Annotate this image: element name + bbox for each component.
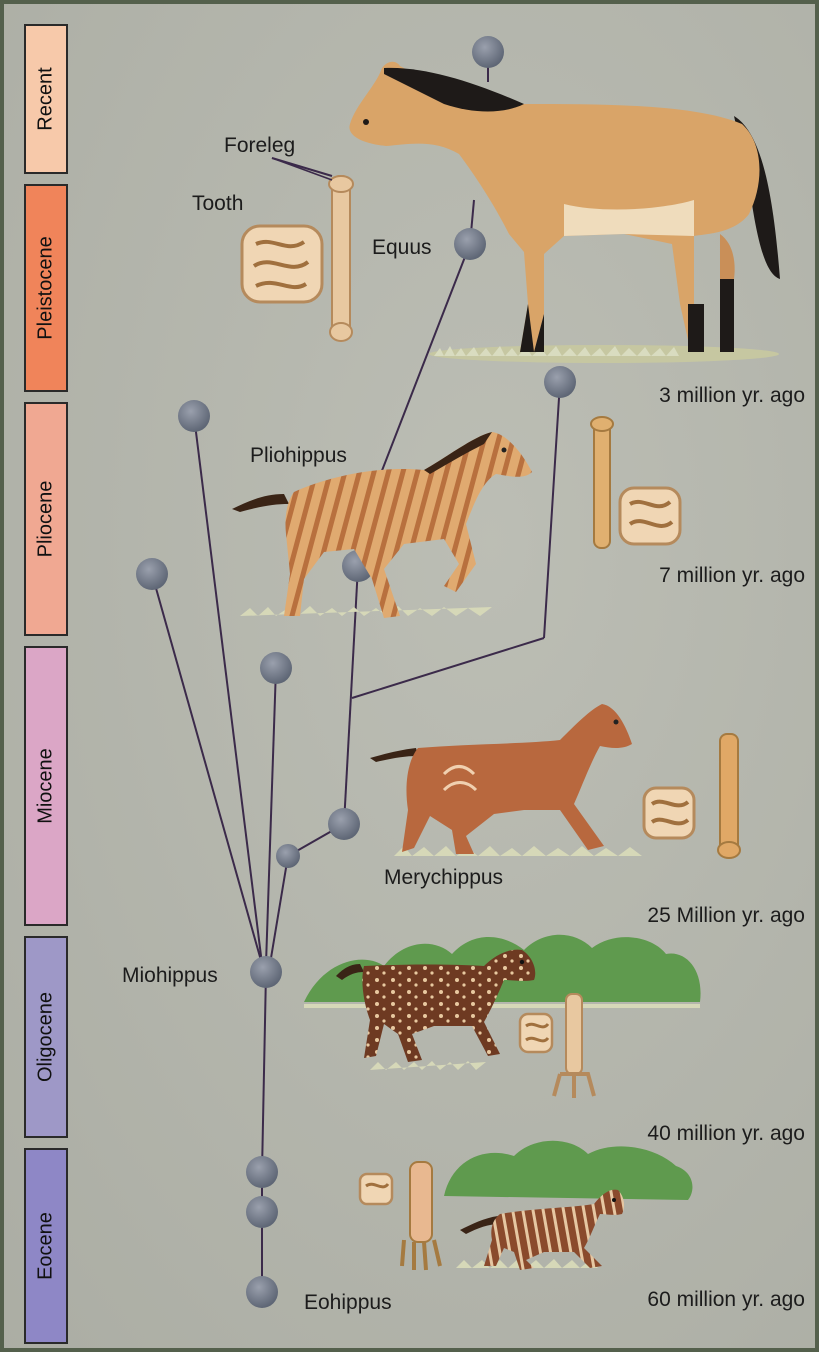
fossil-tooth-eohippus xyxy=(360,1174,392,1204)
illustration-layer xyxy=(4,4,815,1348)
node-extinct-2 xyxy=(136,558,168,590)
fossil-foreleg-top xyxy=(329,176,353,341)
fossil-foreleg-miohippus xyxy=(554,994,594,1098)
node-miohippus xyxy=(250,956,282,988)
miohippus-illustration xyxy=(304,935,701,1070)
time-25-million: 25 Million yr. ago xyxy=(647,904,805,928)
node-recent xyxy=(472,36,504,68)
time-7-million: 7 million yr. ago xyxy=(659,564,805,588)
eohippus-illustration xyxy=(444,1141,692,1270)
fossil-tooth-top xyxy=(242,226,322,302)
phylogeny-branches xyxy=(152,52,560,1292)
label-equus: Equus xyxy=(372,236,432,260)
node-small xyxy=(276,844,300,868)
time-60-million: 60 million yr. ago xyxy=(647,1288,805,1312)
label-tooth: Tooth xyxy=(192,192,243,216)
fossil-foreleg-eohippus xyxy=(402,1162,440,1270)
fossil-foreleg-pliocene xyxy=(591,417,613,548)
foreleg-pointer xyxy=(272,158,332,180)
label-pliohippus: Pliohippus xyxy=(250,444,347,468)
node-eocene-1 xyxy=(246,1156,278,1188)
fossil-tooth-merychippus xyxy=(644,788,694,838)
node-extinct-1 xyxy=(178,400,210,432)
fossil-foreleg-merychippus xyxy=(718,734,740,858)
time-40-million: 40 million yr. ago xyxy=(647,1122,805,1146)
label-foreleg: Foreleg xyxy=(224,134,295,158)
node-equus xyxy=(454,228,486,260)
label-merychippus: Merychippus xyxy=(384,866,503,890)
merychippus-illustration xyxy=(370,704,642,856)
label-eohippus: Eohippus xyxy=(304,1291,392,1315)
node-merychippus xyxy=(328,808,360,840)
label-miohippus: Miohippus xyxy=(122,964,218,988)
node-eohippus xyxy=(246,1276,278,1308)
fossil-tooth-miohippus xyxy=(520,1014,552,1052)
equus-illustration xyxy=(349,62,780,363)
fossil-tooth-pliocene xyxy=(620,488,680,544)
node-pliocene-branch xyxy=(544,366,576,398)
node-extinct-3 xyxy=(260,652,292,684)
time-3-million: 3 million yr. ago xyxy=(659,384,805,408)
node-eocene-2 xyxy=(246,1196,278,1228)
